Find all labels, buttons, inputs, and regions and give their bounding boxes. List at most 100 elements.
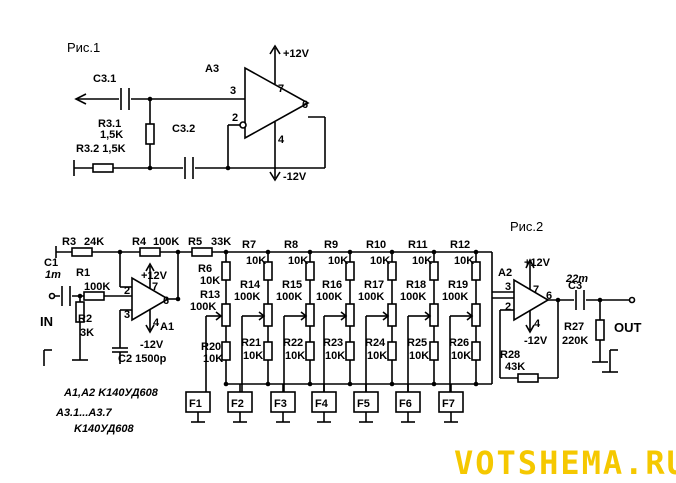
in-label: IN <box>40 314 53 329</box>
pot-name: R16 <box>322 279 342 291</box>
pot-r17 <box>387 303 397 327</box>
filter-label: F4 <box>315 398 329 410</box>
a2-pin3: 3 <box>505 281 511 293</box>
filter-block-f2: F2 <box>227 384 253 423</box>
resistor-r28 <box>517 373 539 383</box>
note-a1-a2: A1,A2 K140УД608 <box>63 387 159 399</box>
pot-val: 100K <box>234 291 260 303</box>
wiper-icon <box>382 311 390 321</box>
wiper-icon <box>215 311 223 321</box>
pot-name: R18 <box>406 279 426 291</box>
arrow-left-icon <box>74 93 87 105</box>
note-a3-type: K140УД608 <box>74 423 135 435</box>
pot-name: R15 <box>282 279 302 291</box>
arrow-up-icon <box>145 262 155 272</box>
a3-pin7: 7 <box>278 83 284 95</box>
filter-label: F6 <box>399 398 412 410</box>
arrow-down-icon <box>145 324 155 334</box>
fig1-title: Рис.1 <box>67 40 100 55</box>
resistor-r2 <box>75 301 85 323</box>
filter-label: F7 <box>442 398 455 410</box>
bot-res-name: R22 <box>283 337 303 349</box>
c32-label: C3.2 <box>172 123 195 135</box>
bot-res-name: R24 <box>365 337 386 349</box>
a3-vplus: +12V <box>283 48 310 60</box>
top-res-name: R12 <box>450 239 470 251</box>
r27-name: R27 <box>564 321 584 333</box>
resistor-r23 <box>345 341 355 361</box>
bot-res-name: R23 <box>323 337 343 349</box>
pot-r16 <box>345 303 355 327</box>
opamp-a2 <box>513 278 550 322</box>
bot-res-val: 10K <box>325 350 345 362</box>
top-res-name: R10 <box>366 239 386 251</box>
r6-name: R6 <box>198 263 212 275</box>
c1-name: C1 <box>44 257 58 269</box>
filter-block-f5: F5 <box>353 384 379 423</box>
a2-pin4: 4 <box>534 318 541 330</box>
pot-name: R17 <box>364 279 384 291</box>
pot-r15 <box>305 303 315 327</box>
wiper-icon <box>340 311 348 321</box>
resistor-r27 <box>595 319 605 341</box>
arrow-up-icon <box>269 44 281 55</box>
bot-res-val: 10K <box>451 350 471 362</box>
top-res-val: 10K <box>412 255 432 267</box>
r3-name: R3 <box>62 236 76 248</box>
r20-val: 10K <box>203 353 223 365</box>
r27-val: 220K <box>562 335 588 347</box>
note-a3-range: A3.1...A3.7 <box>55 407 113 419</box>
resistor-r3 <box>71 247 93 257</box>
opamp-a3 <box>244 66 310 140</box>
a1-pin3: 3 <box>124 309 130 321</box>
r28-val: 43K <box>505 361 525 373</box>
pot-columns: R710KR14100KR2110KR810KR15100KR2210KR910… <box>234 239 481 392</box>
filter-block-f4: F4 <box>311 384 337 423</box>
c2-label: C2 1500p <box>118 353 167 365</box>
top-res-name: R7 <box>242 239 256 251</box>
pot-val: 100K <box>316 291 342 303</box>
filter-block-f6: F6 <box>395 384 421 423</box>
top-res-name: R8 <box>284 239 298 251</box>
a2-vminus: -12V <box>524 335 548 347</box>
a3-vminus: -12V <box>283 171 307 183</box>
r5-name: R5 <box>188 236 202 248</box>
r4-val: 100K <box>153 236 179 248</box>
fig1-circuit: Рис.1 A3 +12V 7 -12V 4 3 C3.1 R3.1 1,5K … <box>67 40 326 183</box>
pot-r19 <box>471 303 481 327</box>
bot-res-name: R26 <box>449 337 469 349</box>
a2-name: A2 <box>498 267 512 279</box>
arrow-down-icon <box>525 324 535 334</box>
bot-res-val: 10K <box>285 350 305 362</box>
wiper-icon <box>424 311 432 321</box>
a2-pin7: 7 <box>533 284 539 296</box>
watermark-logo: VOTSHEMA.RU <box>454 444 676 482</box>
a3-pin3: 3 <box>230 85 236 97</box>
r3-val: 24K <box>84 236 104 248</box>
resistor-r22 <box>305 341 315 361</box>
resistor-r1 <box>83 291 105 301</box>
top-res-name: R11 <box>408 239 428 251</box>
resistor-r21 <box>263 341 273 361</box>
a1-pin2: 2 <box>124 285 130 297</box>
resistor-r25 <box>429 341 439 361</box>
pot-name: R19 <box>448 279 468 291</box>
pot-r18 <box>429 303 439 327</box>
a2-pin6: 6 <box>546 290 552 302</box>
bot-res-name: R25 <box>407 337 427 349</box>
r31-name: R3.1 <box>98 118 121 130</box>
top-res-val: 10K <box>288 255 308 267</box>
resistor-r5 <box>191 247 213 257</box>
a3-pin4: 4 <box>278 134 285 146</box>
arrow-up-icon <box>525 258 535 269</box>
r5-val: 33K <box>211 236 231 248</box>
r1-name: R1 <box>76 267 90 279</box>
r20-name: R20 <box>201 341 221 353</box>
bot-res-val: 10K <box>409 350 429 362</box>
arrow-down-icon <box>269 171 281 182</box>
